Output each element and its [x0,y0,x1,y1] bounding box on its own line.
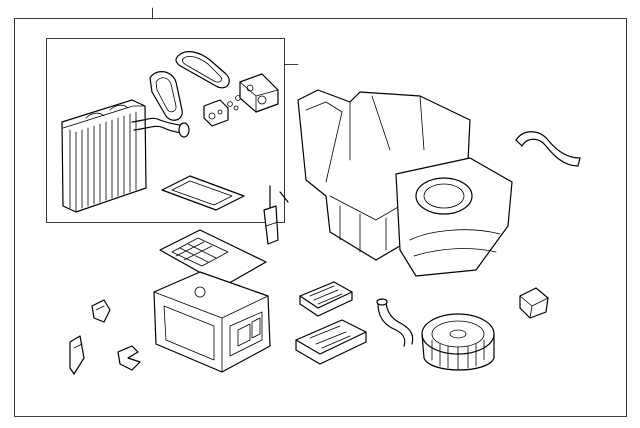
outer-frame [14,7,627,417]
evaporator-seal [149,71,183,121]
seal-kit-orings [227,95,241,111]
thermistor-sensor [263,185,289,245]
expansion-valve [203,99,229,127]
clip-fastener [117,345,141,371]
blower-housing [395,157,513,277]
lever-link [69,335,85,375]
evaporator-core [61,99,190,213]
valve-block-fitting [239,73,279,113]
actuator-motor [299,281,353,317]
servo-small [519,287,549,319]
lower-air-case [153,271,271,373]
bracket-clip [91,299,111,323]
control-module [295,319,367,365]
blower-motor-fan [421,313,495,371]
outlet-duct-hose [376,298,414,347]
case-seal-ring [175,51,230,89]
case-seal-gasket [161,175,245,211]
drain-hose [515,131,581,167]
inset-box [46,38,299,223]
